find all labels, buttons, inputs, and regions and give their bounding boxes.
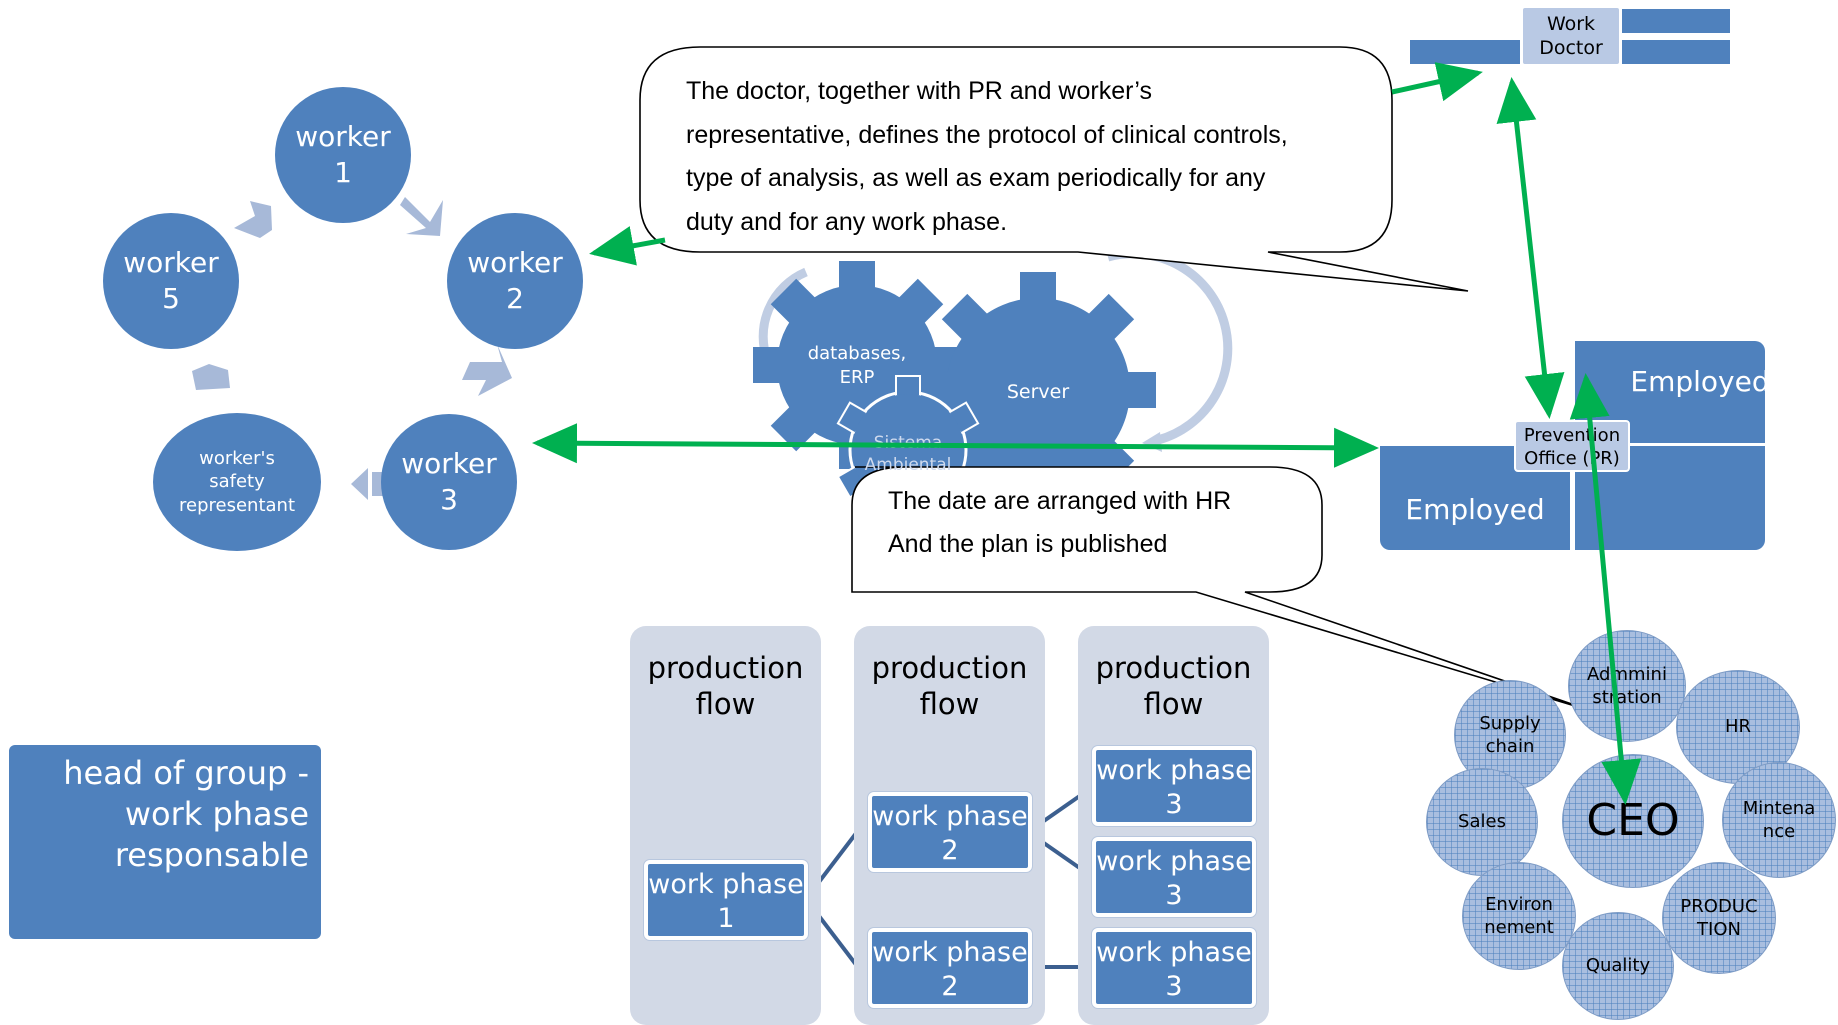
- company-production-label: PRODUC TION: [1680, 895, 1758, 940]
- work-doctor-box: Work Doctor: [1521, 6, 1621, 66]
- production-column-2-title: production flow: [871, 651, 1028, 721]
- company-ceo: CEO: [1562, 754, 1704, 888]
- callout-date-line-1: The date are arranged with HR: [888, 487, 1232, 515]
- company-quality: Quality: [1562, 912, 1674, 1020]
- work-doctor-label: Work Doctor: [1539, 13, 1603, 59]
- work-doctor-bar-left: [1410, 40, 1520, 64]
- work-doctor-bar-right-bottom: [1622, 40, 1730, 64]
- work-phase-3a: work phase 3: [1092, 746, 1256, 826]
- worker-2-node: worker 2: [447, 213, 583, 349]
- company-quality-label: Quality: [1585, 955, 1651, 977]
- callout-doctor-line-4: duty and for any work phase.: [686, 207, 1008, 236]
- worker-5-label: worker 5: [123, 245, 219, 315]
- employed-top-label: Employed: [1630, 364, 1770, 398]
- callout-date: The date are arranged with HR And the pl…: [888, 480, 1308, 566]
- production-column-1-title: production flow: [647, 651, 804, 721]
- head-of-group-label: head of group - work phase responsable: [63, 754, 309, 874]
- work-phase-1-label: work phase 1: [648, 869, 804, 934]
- company-sales: Sales: [1426, 768, 1538, 876]
- employed-bottom-label: Employed: [1405, 492, 1545, 526]
- company-hr-label: HR: [1724, 716, 1752, 738]
- worker-3-node: worker 3: [381, 414, 517, 550]
- cycle-arrow-5-1: [234, 201, 272, 238]
- callout-doctor-line-3: type of analysis, as well as exam period…: [686, 164, 1266, 192]
- callout-date-line-2: And the plan is published: [888, 530, 1168, 558]
- company-administration-label: Admmini stration: [1587, 663, 1667, 708]
- head-of-group-box: head of group - work phase responsable: [9, 745, 321, 939]
- worker-5-node: worker 5: [103, 213, 239, 349]
- worker-1-label: worker 1: [295, 119, 391, 189]
- production-column-3-title: production flow: [1095, 651, 1252, 721]
- gear-databases-label: databases, ERP: [807, 343, 907, 388]
- work-phase-2b-label: work phase 2: [872, 937, 1028, 1002]
- work-phase-2a: work phase 2: [868, 792, 1032, 872]
- company-administration: Admmini stration: [1568, 630, 1686, 742]
- production-column-1: production flow: [630, 626, 821, 1025]
- gear-sistema-label: Sistema Ambiental: [864, 433, 952, 475]
- company-supply-chain-label: Supply chain: [1479, 712, 1541, 757]
- cycle-arrow-3-rep: [351, 468, 390, 500]
- callout-doctor-line-2: representative, defines the protocol of …: [686, 120, 1288, 149]
- cycle-arrow-rep-5: [192, 364, 230, 390]
- work-phase-3a-label: work phase 3: [1096, 755, 1252, 820]
- company-maintenance: Mintena nce: [1722, 762, 1836, 878]
- gear-server-label: Server: [1006, 381, 1070, 403]
- company-environment: Environ nement: [1462, 862, 1576, 970]
- work-phase-1: work phase 1: [644, 860, 808, 940]
- employed-bottom-box: Employed: [1380, 446, 1570, 550]
- callout-doctor-line-1: The doctor, together with PR and worker’…: [686, 77, 1152, 105]
- work-phase-2b: work phase 2: [868, 928, 1032, 1008]
- work-phase-3c-label: work phase 3: [1096, 937, 1252, 1002]
- company-ceo-label: CEO: [1586, 795, 1680, 847]
- work-phase-2a-label: work phase 2: [872, 801, 1028, 866]
- work-phase-3c: work phase 3: [1092, 928, 1256, 1008]
- prevention-office-box: Prevention Office (PR): [1514, 420, 1630, 472]
- callout-doctor: The doctor, together with PR and worker’…: [686, 70, 1366, 244]
- company-maintenance-label: Mintena nce: [1742, 797, 1816, 842]
- worker-2-label: worker 2: [467, 245, 563, 315]
- cycle-arrow-2-3: [462, 344, 512, 396]
- company-environment-label: Environ nement: [1484, 893, 1554, 938]
- work-phase-3b: work phase 3: [1092, 837, 1256, 917]
- company-production: PRODUC TION: [1662, 862, 1776, 974]
- worker-1-node: worker 1: [275, 87, 411, 223]
- cycle-arrows: [192, 197, 512, 500]
- cycle-arrow-1-2: [400, 197, 443, 236]
- worker-3-label: worker 3: [401, 446, 497, 516]
- work-doctor-bar-right-top: [1622, 9, 1730, 33]
- safety-representative-node: worker's safety representant: [153, 413, 321, 551]
- prevention-office-label: Prevention Office (PR): [1523, 425, 1621, 469]
- work-phase-3b-label: work phase 3: [1096, 846, 1252, 911]
- company-sales-label: Sales: [1458, 811, 1506, 833]
- safety-representative-label: worker's safety representant: [179, 447, 295, 516]
